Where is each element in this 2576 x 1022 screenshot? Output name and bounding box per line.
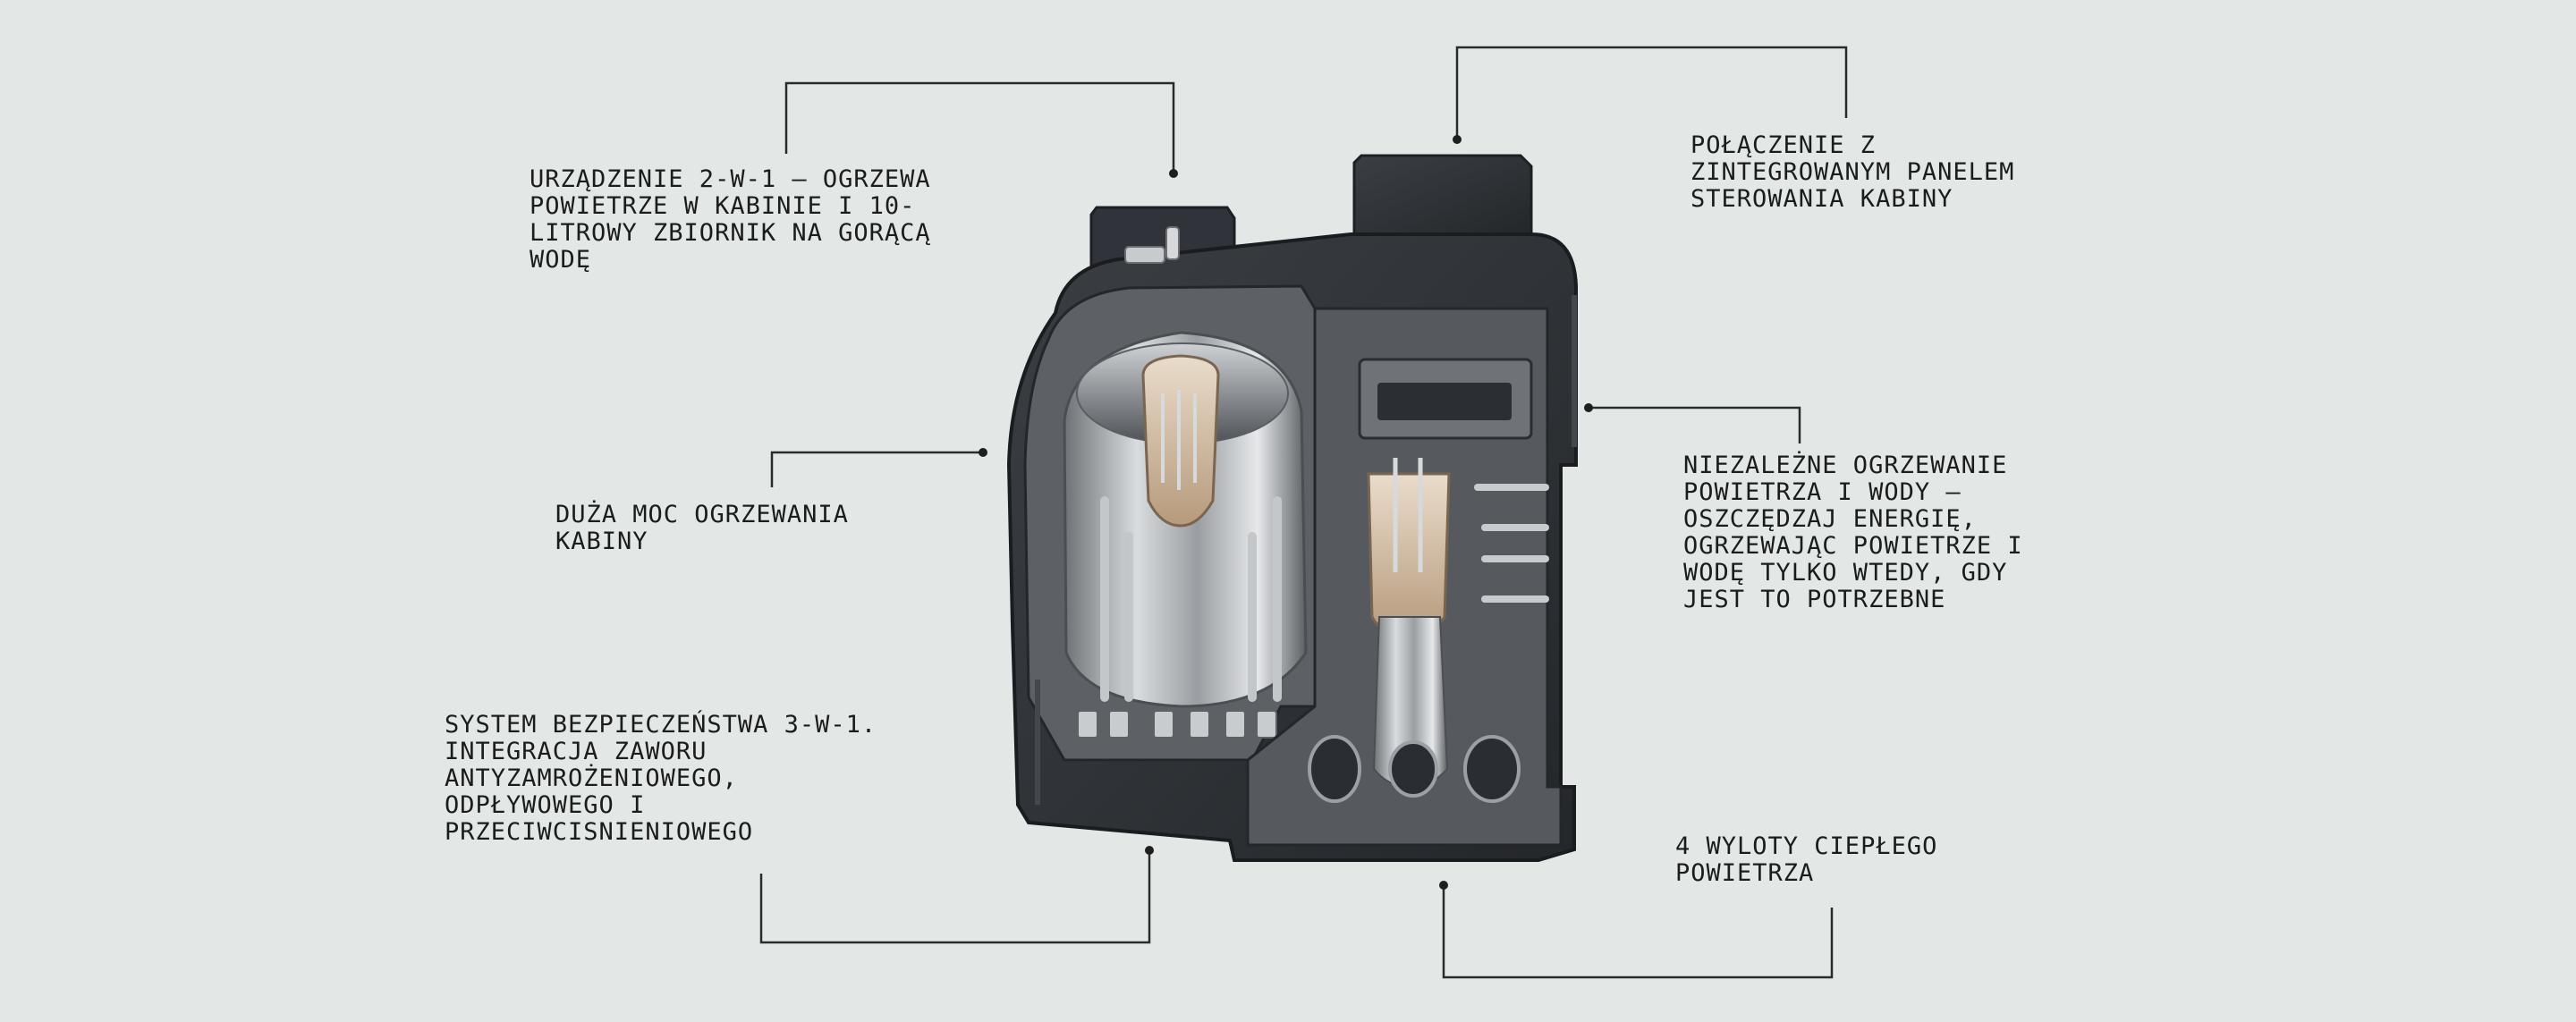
heater-cutaway-illustration	[1006, 154, 1578, 862]
leader-dot-independent-heating	[1584, 403, 1593, 412]
leader-dot-heating-power	[979, 448, 987, 457]
callout-two-in-one: URZĄDZENIE 2-W-1 – OGRZEWA POWIETRZE W K…	[530, 165, 931, 274]
leader-dot-safety-system	[1145, 846, 1154, 855]
callout-cabin-panel: POŁĄCZENIE Z ZINTEGROWANYM PANELEM STERO…	[1690, 131, 2015, 213]
callout-air-outlets: 4 WYLOTY CIEPŁEGO POWIETRZA	[1675, 832, 1938, 887]
leader-lines	[759, 46, 1848, 979]
leader-line-air-outlets	[1442, 885, 1834, 979]
leader-dots	[979, 135, 1593, 890]
leader-dot-two-in-one	[1169, 169, 1178, 178]
leader-line-cabin-panel	[1455, 46, 1848, 139]
callout-safety-system: SYSTEM BEZPIECZEŃSTWA 3-W-1. INTEGRACJA …	[445, 711, 877, 846]
leader-line-independent-heating	[1589, 406, 1801, 443]
leader-dot-air-outlets	[1439, 881, 1448, 890]
leader-dot-cabin-panel	[1453, 135, 1462, 144]
leader-line-two-in-one	[784, 81, 1175, 173]
leader-line-safety-system	[759, 850, 1151, 944]
callout-independent-heating: NIEZALEŻNE OGRZEWANIE POWIETRZA I WODY –…	[1683, 452, 2023, 613]
callout-heating-power: DUŻA MOC OGRZEWANIA KABINY	[555, 501, 849, 555]
leader-line-heating-power	[770, 451, 983, 487]
